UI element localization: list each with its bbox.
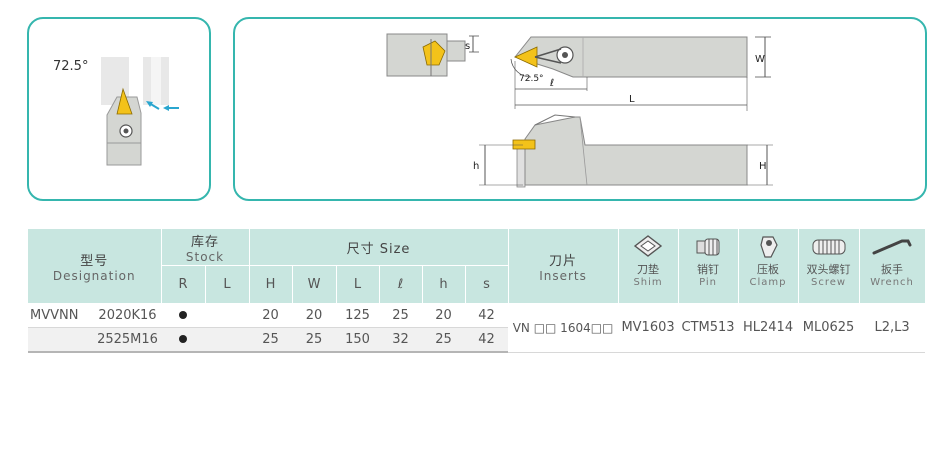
L-cell: 150	[336, 327, 379, 353]
size-header: 尺寸 Size	[249, 229, 509, 266]
clamp-icon	[760, 236, 778, 258]
size-l-header: ℓ	[379, 265, 423, 304]
series-cell: MVVNN	[28, 303, 94, 328]
l-cell: 25	[379, 303, 422, 328]
pin-en-label: Pin	[699, 277, 718, 288]
size-L-header: L	[336, 265, 380, 304]
clamp-cn-label: 压板	[757, 263, 780, 276]
W-cell: 20	[292, 303, 336, 328]
size-s-header: s	[465, 265, 509, 304]
pin-cn-label: 销钉	[697, 263, 720, 276]
dim-s-label: s	[465, 41, 470, 52]
stock-r-cell	[161, 303, 205, 328]
insert-cell: VN □□ 1604□□	[508, 303, 619, 353]
size-h-header: h	[422, 265, 466, 304]
shim-header: 刀垫 Shim	[618, 229, 679, 304]
l-cell: 32	[379, 327, 422, 353]
spec-table: 型号 Designation 库存 Stock 尺寸 Size 刀片 Inser…	[28, 229, 926, 353]
s-cell: 42	[465, 303, 509, 328]
designation-en-label: Designation	[52, 268, 136, 283]
tool-dimension-panel: s W 72.5° ℓ L	[233, 17, 927, 201]
approach-angle-label: 72.5°	[53, 59, 89, 74]
s-cell: 42	[465, 327, 509, 353]
in-stock-dot-icon	[179, 335, 187, 343]
h-cell: 20	[422, 303, 465, 328]
inserts-header: 刀片 Inserts	[508, 229, 619, 304]
shim-cell: MV1603	[618, 303, 679, 353]
stock-r-header: R	[161, 265, 206, 304]
series-cell	[28, 327, 94, 353]
wrench-cell: L2,L3	[859, 303, 926, 353]
screw-cell: ML0625	[798, 303, 860, 353]
stock-l-header: L	[205, 265, 250, 304]
tool-side-view	[512, 114, 748, 188]
stock-cn-label: 库存	[190, 234, 219, 250]
h-cell: 25	[422, 327, 465, 353]
approach-angle-panel: 72.5°	[27, 17, 211, 201]
table-row: 2525M16 25 25 150 32 25 42	[28, 327, 925, 353]
dim-L-label: L	[629, 94, 635, 105]
H-cell: 20	[249, 303, 292, 328]
tool-end-view	[386, 33, 466, 77]
shim-en-label: Shim	[633, 277, 663, 288]
wrench-cn-label: 扳手	[881, 263, 904, 276]
stock-header: 库存 Stock	[161, 229, 250, 266]
angle-72-label: 72.5°	[519, 74, 544, 84]
tool-dimension-diagram: s W 72.5° ℓ L	[386, 33, 773, 188]
screw-icon	[812, 239, 846, 255]
pin-icon	[696, 238, 720, 256]
code-cell: 2525M16	[94, 327, 161, 353]
dim-w-label: W	[755, 54, 765, 65]
screw-cn-label: 双头螺钉	[806, 263, 851, 276]
pin-cell: CTM513	[678, 303, 739, 353]
screw-en-label: Screw	[811, 277, 847, 288]
clamp-en-label: Clamp	[749, 277, 787, 288]
clamp-cell: HL2414	[738, 303, 799, 353]
inserts-cn-label: 刀片	[549, 253, 578, 269]
wrench-header: 扳手 Wrench	[859, 229, 926, 304]
table-row: MVVNN 2020K16 20 20 125 25 20 42 VN □□ 1…	[28, 303, 926, 353]
tool-top-view	[514, 36, 748, 78]
wrench-en-label: Wrench	[870, 277, 914, 288]
stock-l-cell	[205, 303, 249, 328]
H-cell: 25	[249, 327, 292, 353]
code-cell: 2020K16	[94, 303, 161, 328]
dim-h-label: h	[473, 161, 479, 172]
size-W-header: W	[292, 265, 337, 304]
in-stock-dot-icon	[179, 311, 187, 319]
dim-l-small-label: ℓ	[550, 78, 554, 89]
inserts-en-label: Inserts	[539, 268, 587, 283]
dim-H-label: H	[759, 161, 767, 172]
feed-arrow-icon	[146, 101, 179, 111]
designation-header: 型号 Designation	[28, 229, 162, 304]
W-cell: 25	[292, 327, 336, 353]
approach-angle-diagram	[101, 57, 189, 166]
stock-l-cell	[205, 327, 249, 353]
shim-icon	[633, 235, 663, 257]
shim-cn-label: 刀垫	[637, 263, 660, 276]
pin-header: 销钉 Pin	[678, 229, 739, 304]
screw-header: 双头螺钉 Screw	[798, 229, 860, 304]
wrench-icon	[872, 239, 912, 255]
clamp-header: 压板 Clamp	[738, 229, 799, 304]
stock-en-label: Stock	[185, 249, 225, 264]
size-label: 尺寸 Size	[346, 241, 411, 257]
stock-r-cell	[161, 327, 205, 353]
size-H-header: H	[249, 265, 293, 304]
designation-cn-label: 型号	[80, 253, 109, 269]
L-cell: 125	[336, 303, 379, 328]
